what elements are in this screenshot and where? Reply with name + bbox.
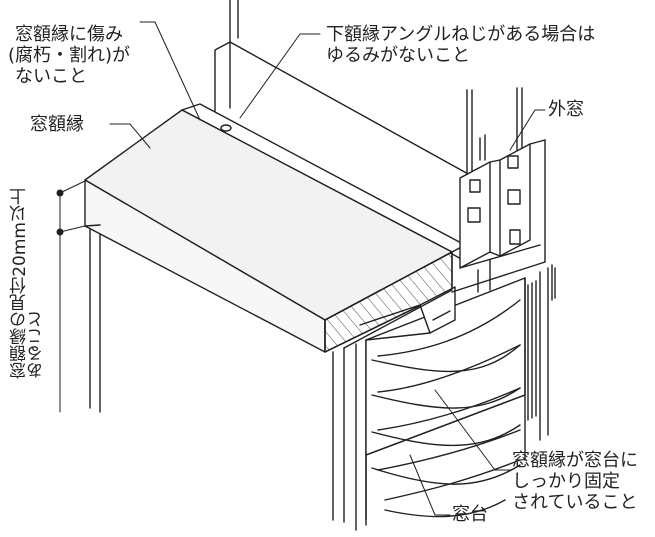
- label-angle-screw: 下額縁アングルねじがある場合は ゆるみがないこと: [326, 24, 595, 66]
- label-angle-screw-line1: 下額縁アングルねじがある場合は: [326, 24, 596, 45]
- label-fixed: 窓額縁が窓台に しっかり固定 されていること: [512, 450, 638, 513]
- label-frame-damage-line3: ないこと: [15, 66, 87, 87]
- label-fixed-line2: しっかり固定: [512, 471, 620, 492]
- leader-lines: [59, 21, 546, 516]
- label-fixed-line3: されていること: [512, 492, 638, 513]
- label-outer-window: 外窓: [548, 99, 584, 120]
- label-fixed-line1: 窓額縁が窓台に: [512, 450, 638, 471]
- label-angle-screw-line2: ゆるみがないこと: [326, 45, 470, 66]
- dimension-dot-top: [56, 189, 64, 197]
- label-frame-damage-line1: 窓額縁に傷み: [15, 24, 123, 45]
- window-sill: [365, 267, 549, 526]
- label-width-req: 窓額縁の見付20mm以上あること: [10, 188, 47, 379]
- outer-window: [451, 87, 546, 293]
- label-frame-damage-line2: (腐朽・割れ)が: [8, 45, 131, 66]
- label-frame-damage: 窓額縁に傷み (腐朽・割れ)が ないこと: [8, 24, 130, 87]
- frame-channel: [343, 286, 456, 349]
- label-sill: 窓台: [452, 504, 488, 525]
- label-width-req-line2: あること: [27, 310, 47, 379]
- window-frame: [84, 109, 453, 353]
- exterior-wall: [527, 264, 556, 421]
- dimension-dot-bottom: [56, 228, 64, 236]
- label-frame: 窓額縁: [30, 114, 84, 135]
